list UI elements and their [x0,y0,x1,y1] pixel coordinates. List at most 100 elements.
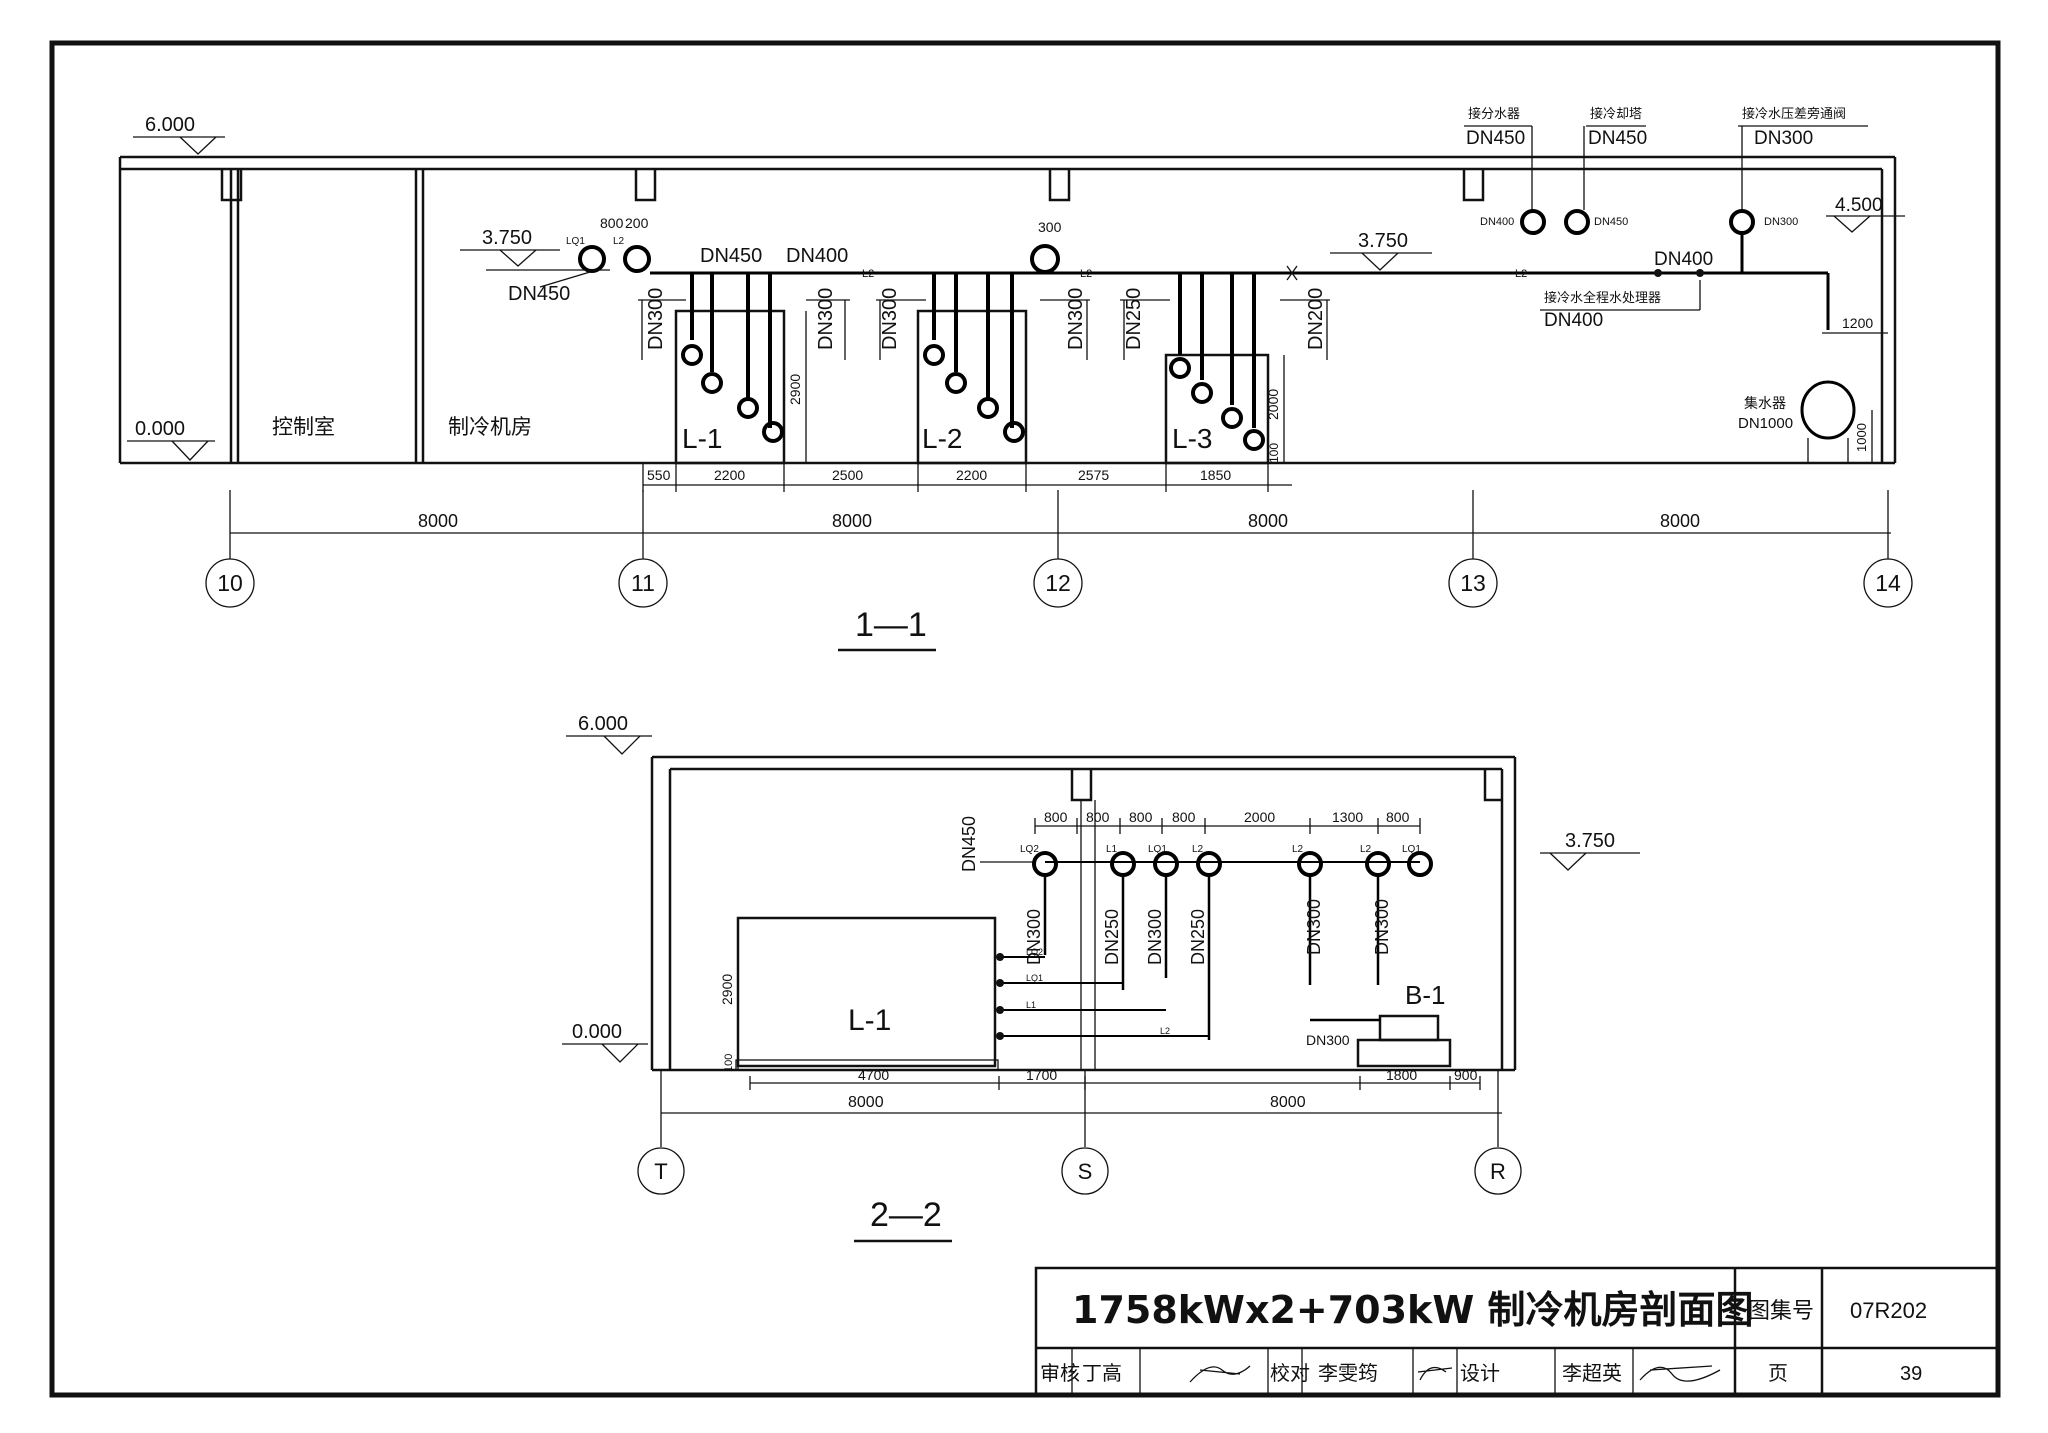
chiller-l3-label: L-3 [1172,423,1212,454]
treatment-valve-b [1696,269,1704,277]
s2-pipe-l1 [1110,851,1136,877]
pipe-section-l2-riser [1030,244,1060,274]
axis-s-label: S [1078,1159,1093,1184]
s1-base-2200a: 2200 [714,467,745,483]
s2-tag-2: L1 [1106,844,1118,855]
collector-dn: DN1000 [1738,415,1793,432]
pipe-section-lq1 [578,245,606,273]
s1-grid-1: 8000 [418,511,458,531]
s2-level-floor: 0.000 [572,1021,622,1043]
s1-level-floor: 0.000 [135,418,185,440]
axis-13-label: 13 [1460,570,1486,596]
l1-conn-3 [737,397,759,419]
s2-base-4700: 4700 [858,1067,889,1083]
s2-tag-5: L2 [1292,844,1304,855]
s2-top-dim-6: 1300 [1332,809,1363,825]
s2-top-dim-3: 800 [1129,809,1153,825]
pipe-section-l2 [623,245,651,273]
s2-side-node-2 [996,979,1004,987]
l2-conn-2 [945,372,967,394]
s2-chiller-h: 2900 [719,974,735,1005]
s1-chiller-h-2000: 2000 [1265,389,1281,420]
atlas-number: 07R202 [1850,1298,1927,1323]
axis-t-label: T [654,1159,667,1184]
s2-tag-6: L2 [1360,844,1372,855]
s1-riser-dn-2: DN300 [815,288,837,350]
l2-conn-1 [923,344,945,366]
pump-dn: DN300 [1306,1032,1350,1048]
s2-base-900: 900 [1454,1067,1478,1083]
design-name: 李超英 [1562,1361,1622,1385]
s2-side-tag-3: L1 [1026,1000,1036,1010]
l2-conn-3 [977,397,999,419]
collector-dim-1000: 1000 [1854,423,1869,452]
page-number: 39 [1900,1363,1922,1385]
title-block: 1758kWx2+703kW 制冷机房剖面图 图集号 07R202 审核 丁高 … [1034,1266,2000,1397]
section-2-title: 2—2 [870,1196,942,1234]
s2-side-node-3 [996,1006,1004,1014]
s2-base-1800: 1800 [1386,1067,1417,1083]
room-chiller: 制冷机房 [448,415,532,439]
review-signature [1189,1365,1251,1383]
small-dn-3: DN300 [1764,216,1798,228]
s2-level-pipe: 3.750 [1565,830,1615,852]
l1-conn-2 [701,372,723,394]
s2-pipe-l2c [1365,851,1391,877]
s2-chiller-base [735,1059,999,1071]
s2-pipe-l2b [1297,851,1323,877]
s2-tag-1: LQ2 [1020,844,1039,855]
small-dn-2: DN450 [1594,216,1628,228]
section-1-title: 1—1 [855,606,927,644]
s2-riser-dn-2: DN250 [1102,909,1122,965]
s1-base-2200b: 2200 [956,467,987,483]
s2-side-node-4 [996,1032,1004,1040]
axis-r-label: R [1490,1159,1506,1184]
s2-top-dim-2: 800 [1086,809,1110,825]
s2-tag-4: L2 [1192,844,1204,855]
s1-riser-dn-4: DN300 [1065,288,1087,350]
s1-riser-dn-3: DN300 [879,288,901,350]
axis-13 [1448,558,1498,608]
collector-label: 集水器 [1744,395,1786,412]
s1-base-2500: 2500 [832,467,863,483]
axis-10-label: 10 [217,570,243,596]
s1-chiller-h-100: 100 [1267,443,1281,463]
conn-pipe-1 [1520,209,1546,235]
drawing-title: 1758kWx2+703kW 制冷机房剖面图 [1072,1288,1753,1332]
s2-top-dim-4: 800 [1172,809,1196,825]
treatment-dn-top: DN400 [1654,249,1713,270]
s2-top-dim-1: 800 [1044,809,1068,825]
treatment-dn: DN400 [1544,310,1603,331]
s2-pipe-lq1b [1407,851,1433,877]
s2-tag-3: LQ1 [1148,844,1167,855]
conn-dn-2: DN450 [1588,128,1647,149]
review-name: 丁高 [1082,1361,1122,1385]
s1-level-top: 6.000 [145,114,195,136]
s1-line-tag-c: L2 [1515,268,1527,280]
s2-pipe-lq1 [1153,851,1179,877]
page-label: 页 [1768,1361,1788,1385]
s2-side-tag-1: LQ2 [1026,947,1043,957]
s2-base-1700: 1700 [1026,1067,1057,1083]
s2-left-dn: DN450 [959,816,979,872]
pump-label: B-1 [1405,980,1445,1010]
s2-level-top: 6.000 [578,713,628,735]
conn-pipe-3 [1729,209,1755,235]
s1-riser-dn-1: DN300 [645,288,667,350]
s2-pipe-l2 [1196,851,1222,877]
review-label: 审核 [1040,1361,1080,1385]
s1-chiller-h-2900: 2900 [787,374,803,405]
s2-side-tag-4: L2 [1160,1026,1170,1036]
chiller-l2 [916,309,1028,465]
s1-level-right: 4.500 [1835,195,1883,216]
axis-s [1061,1147,1109,1195]
conn-label-3: 接冷水压差旁通阀 [1742,106,1846,122]
s2-riser-dn-5: DN300 [1304,899,1324,955]
l3-conn-2 [1191,382,1213,404]
l1-conn-1 [681,344,703,366]
s2-grid-2: 8000 [1270,1094,1306,1111]
s1-riser-dn-5: DN250 [1123,288,1145,350]
axis-12-label: 12 [1045,570,1071,596]
s2-side-node-1 [996,953,1004,961]
